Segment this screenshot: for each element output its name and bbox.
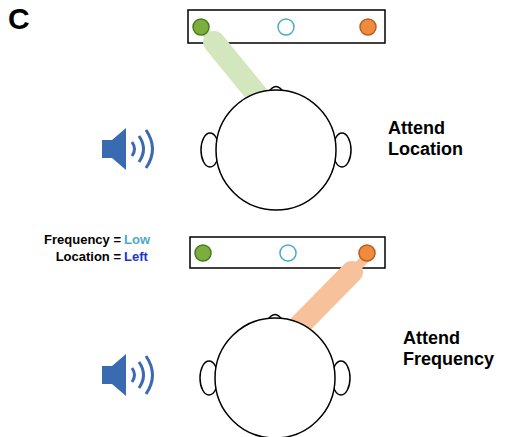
blue-target: [280, 245, 296, 261]
panel-letter: C: [8, 2, 30, 37]
top-scene: [102, 10, 385, 210]
speaker-body: [102, 140, 112, 158]
speaker-icon: [102, 128, 153, 170]
feature-name: Frequency =: [44, 233, 121, 248]
green-target: [193, 19, 209, 35]
orange-target: [360, 19, 376, 35]
head: [215, 318, 335, 437]
sound-wave: [146, 356, 153, 394]
feature-name: Location =: [56, 250, 121, 265]
bottom-scene: [102, 237, 385, 437]
speaker-cone: [112, 128, 126, 170]
sound-wave: [132, 142, 135, 156]
target-bar: [190, 237, 385, 268]
blue-target: [278, 19, 294, 35]
sound-wave: [139, 362, 144, 388]
orange-target: [359, 245, 375, 261]
speaker-cone: [112, 354, 126, 396]
sound-wave: [139, 136, 144, 162]
condition-label: Attend Location: [388, 118, 488, 159]
feature-value: Low: [124, 233, 150, 248]
sound-wave: [146, 130, 153, 168]
speaker-body: [102, 366, 112, 384]
condition-label: Attend Frequency: [403, 328, 503, 369]
head: [216, 90, 336, 210]
sound-wave: [132, 368, 135, 382]
green-target: [195, 245, 211, 261]
feature-value: Left: [124, 250, 148, 265]
speaker-icon: [102, 354, 153, 396]
